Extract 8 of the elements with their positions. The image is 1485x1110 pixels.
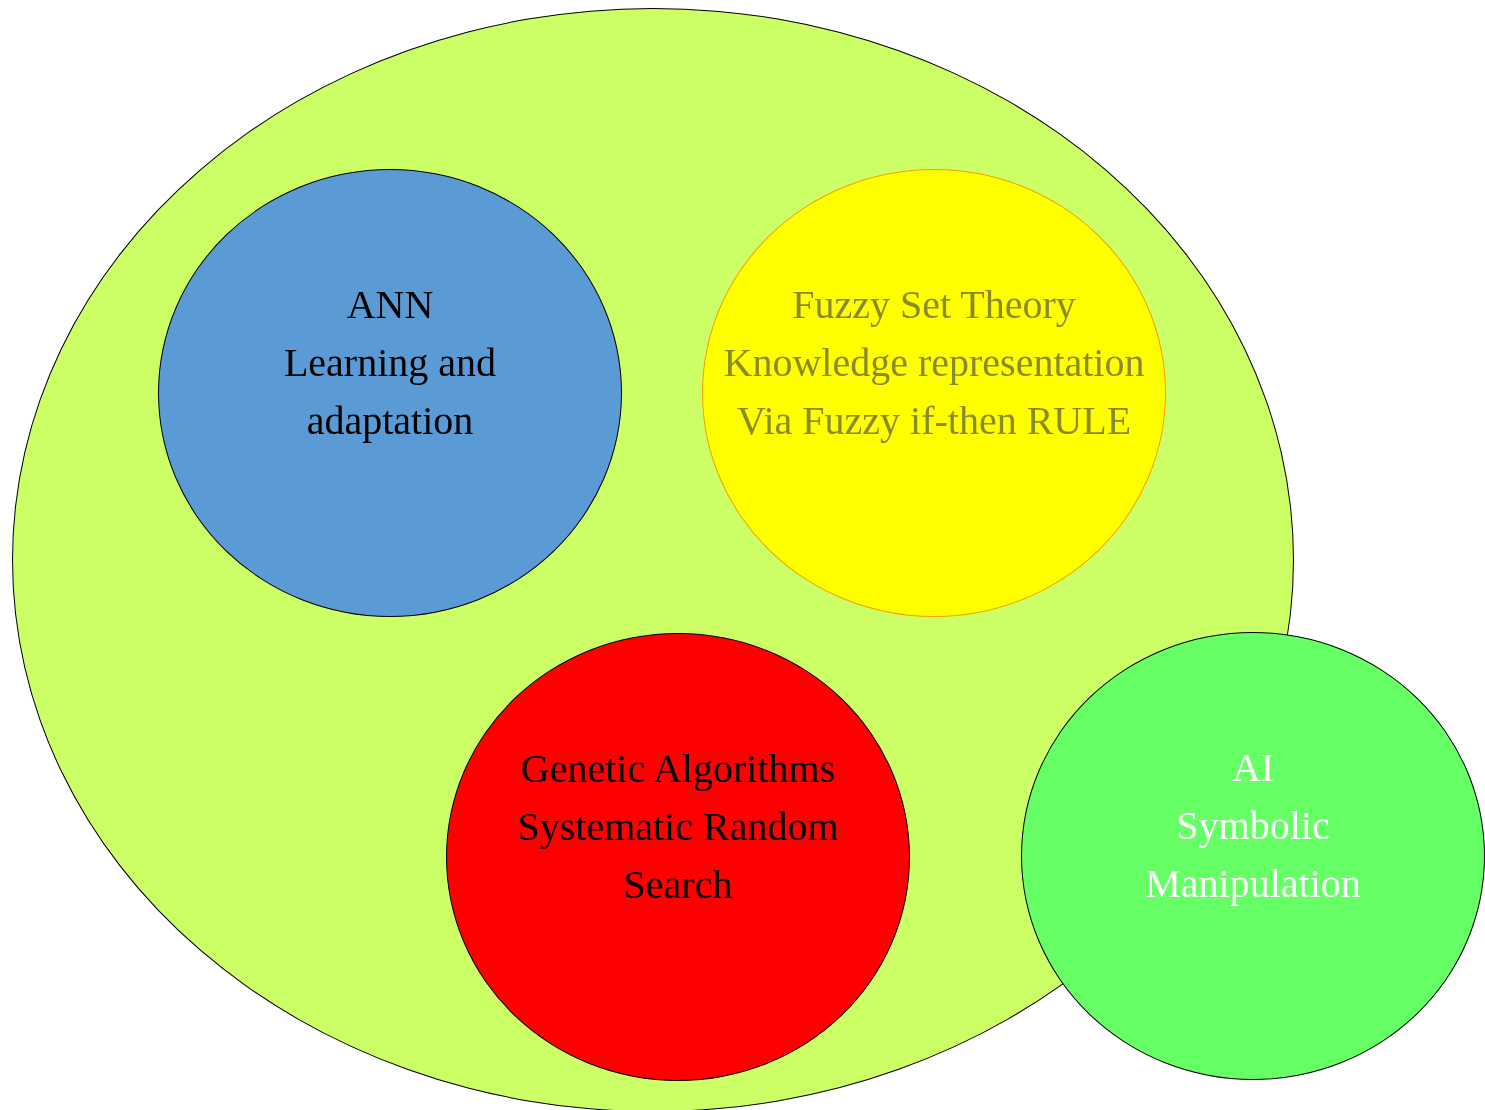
circle-text: Systematic Random Search [516,803,840,909]
circle-text: Symbolic Manipulation [1144,802,1362,908]
circle-text: Learning and adaptation [282,339,498,445]
circle-text: Knowledge representation Via Fuzzy if-then RULE [722,339,1146,445]
circle-heading: Genetic Algorithms [520,745,836,793]
circle-heading: AI [1231,744,1275,792]
circle-heading: Fuzzy Set Theory [792,281,1076,329]
circle-heading: ANN [346,281,434,329]
